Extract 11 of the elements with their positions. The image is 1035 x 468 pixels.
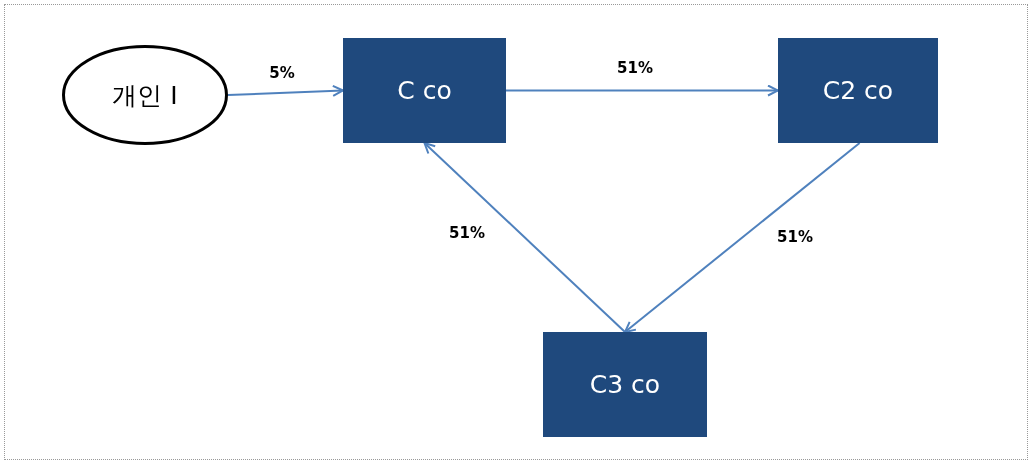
- node-label: C3 co: [589, 370, 661, 399]
- arrow: [227, 84, 344, 97]
- arrow: [505, 84, 779, 97]
- arrow: [624, 142, 861, 333]
- node-label: C2 co: [822, 76, 894, 105]
- company-box: [543, 332, 707, 437]
- company-box: [343, 38, 506, 143]
- node-label: 개인 I: [112, 79, 178, 112]
- company-box: [778, 38, 938, 143]
- node-label: C co: [397, 76, 452, 105]
- arrow: [423, 142, 626, 333]
